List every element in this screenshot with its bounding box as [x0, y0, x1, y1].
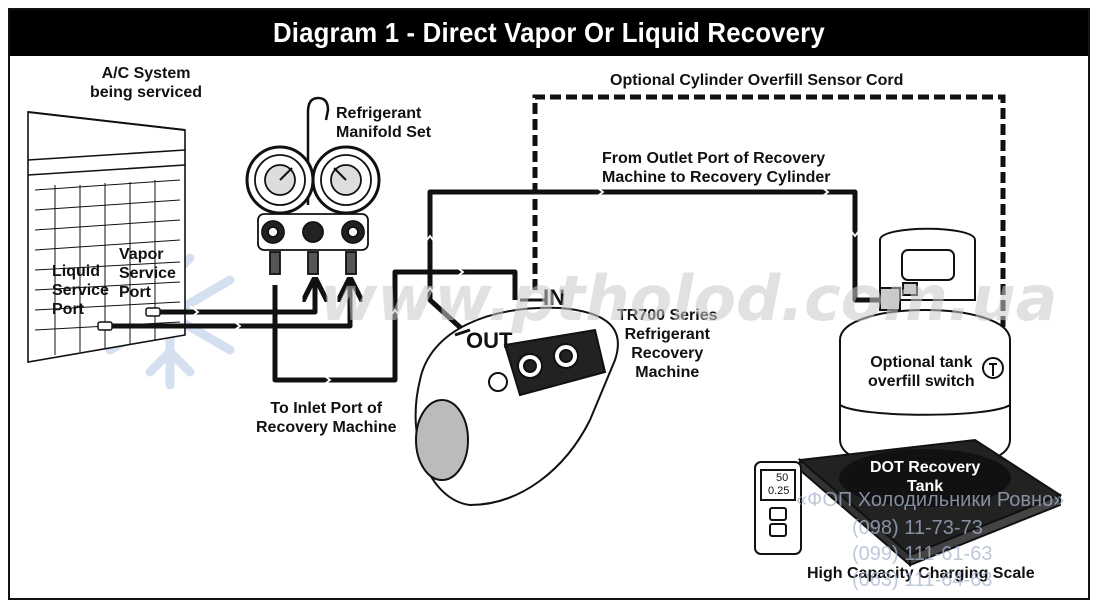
- scale-reading-bottom: 0.25: [768, 485, 790, 497]
- recovery-machine: [414, 298, 619, 507]
- in-port-label: IN: [543, 285, 565, 310]
- ac-system-label: A/C System being serviced: [90, 65, 203, 101]
- charging-scale: [797, 438, 1063, 568]
- liquid-port-label: Liquid Service Port: [52, 263, 109, 318]
- service-hoses: [112, 269, 518, 383]
- inlet-label: To Inlet Port of Recovery Machine: [256, 400, 397, 436]
- title-bar: Diagram 1 - Direct Vapor Or Liquid Recov…: [10, 10, 1088, 56]
- phone-watermark-1: (098) 11-73-73: [852, 517, 983, 539]
- scale-reading-top: 50: [776, 472, 789, 484]
- manifold-label: Refrigerant Manifold Set: [336, 105, 432, 141]
- sensor-cord-label: Optional Cylinder Overfill Sensor Cord: [610, 72, 904, 89]
- phone-watermark-2: (099) 111-61-63: [852, 543, 993, 565]
- recovery-tank-label: DOT Recovery Tank: [870, 459, 981, 495]
- scale-label: High Capacity Charging Scale: [807, 565, 1035, 582]
- sensor-cord: [532, 94, 1006, 355]
- site-watermark: www.ptholod.com.ua: [320, 262, 1058, 335]
- scale-display-unit: [754, 461, 802, 555]
- phone-watermark-3: (063) 111-64-63: [852, 569, 993, 591]
- manifold-set: [245, 96, 381, 275]
- overfill-switch-label: Optional tank overfill switch: [868, 354, 975, 390]
- outlet-hose: [427, 189, 882, 332]
- diagram-title: Diagram 1 - Direct Vapor Or Liquid Recov…: [273, 17, 825, 48]
- machine-label: TR700 Series Refrigerant Recovery Machin…: [617, 307, 718, 381]
- out-port-label: OUT: [466, 328, 513, 353]
- outlet-label: From Outlet Port of Recovery Machine to …: [602, 150, 831, 186]
- flow-arrows-outlet: [423, 185, 862, 297]
- diagram-frame: [8, 8, 1090, 600]
- company-watermark: «ФОП Холодильники Ровно»: [796, 489, 1065, 511]
- vapor-port-label: Vapor Service Port: [119, 246, 176, 301]
- service-port-fittings: [97, 307, 161, 331]
- flow-arrows-service: [189, 265, 465, 387]
